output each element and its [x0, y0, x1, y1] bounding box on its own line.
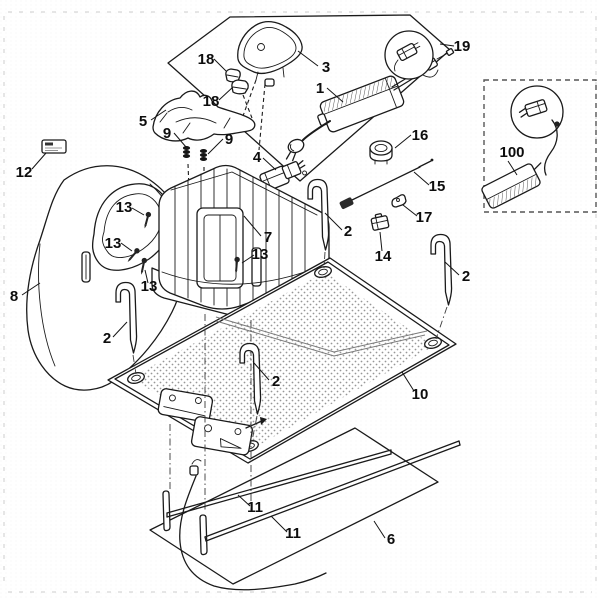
callout-13: 13 [105, 235, 122, 252]
part-19-plug-inset [384, 30, 439, 80]
callout-8: 8 [10, 288, 18, 305]
callout-2: 2 [103, 330, 111, 347]
callout-labels: 18 3 1 19 18 5 9 9 16 12 4 15 17 2 13 13… [10, 38, 525, 548]
assembly-guide-lines [132, 79, 448, 512]
part-6-ground-sheet [149, 427, 439, 585]
callout-11: 11 [285, 525, 301, 542]
callout-100: 100 [499, 144, 524, 161]
callout-11: 11 [247, 499, 263, 516]
docking-contact-brackets [157, 388, 267, 456]
part-5-contact-bracket [152, 90, 256, 142]
plate-corner-hole [314, 266, 332, 278]
part-18-cover-clips [225, 68, 253, 119]
mains-plug [285, 138, 305, 162]
callout-5: 5 [139, 113, 147, 130]
callout-16: 16 [412, 127, 429, 144]
callout-9: 9 [163, 125, 171, 142]
part-12-rating-label [41, 139, 67, 154]
callout-10: 10 [412, 386, 429, 403]
connection-cable [179, 459, 327, 591]
callout-15: 15 [429, 178, 446, 195]
leader-lines [21, 43, 518, 539]
callout-18: 18 [203, 93, 220, 110]
callout-9: 9 [225, 131, 233, 148]
kit-box-outline [167, 14, 451, 182]
part-16-sleeve [369, 140, 393, 165]
callout-14: 14 [375, 248, 392, 265]
callout-18: 18 [198, 51, 215, 68]
callout-3: 3 [322, 59, 330, 76]
part-15-contact-rod [339, 158, 434, 209]
callout-12: 12 [16, 164, 33, 181]
part-14-terminal-block [370, 213, 390, 231]
callout-13: 13 [116, 199, 133, 216]
inset-box-100 [481, 79, 597, 213]
callout-1: 1 [316, 80, 324, 97]
callout-4: 4 [253, 149, 262, 166]
callout-7: 7 [264, 229, 272, 246]
part-7-chassis [151, 164, 331, 319]
plate-corner-hole [127, 372, 145, 384]
page-edge-marks [3, 11, 597, 593]
callout-6: 6 [387, 531, 395, 548]
part-3-hood-cover [237, 20, 303, 87]
plate-corner-hole [424, 337, 442, 349]
callout-2: 2 [272, 373, 280, 390]
callout-13: 13 [141, 278, 158, 295]
callout-17: 17 [416, 209, 433, 226]
callout-2: 2 [462, 268, 470, 285]
callout-13: 13 [252, 246, 269, 263]
callout-2: 2 [344, 223, 352, 240]
part-1-power-supply [285, 48, 455, 162]
callout-19: 19 [454, 38, 471, 55]
part-17-clip [391, 194, 407, 208]
part-11-fixing-rods [162, 440, 461, 556]
